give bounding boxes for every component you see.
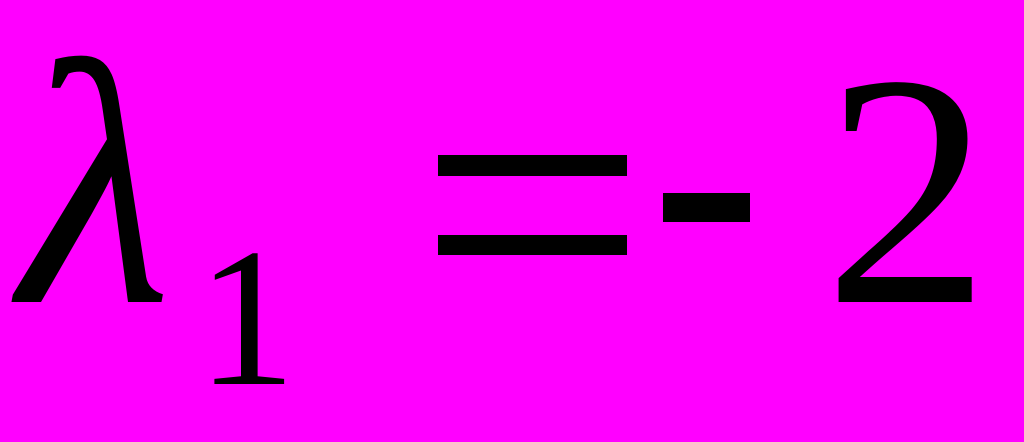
- lambda-symbol: λ: [20, 0, 172, 378]
- equals-sign-top-bar: [438, 155, 627, 176]
- lambda-subscript: 1: [197, 208, 296, 427]
- value-digit: 2: [824, 6, 990, 374]
- minus-sign: [663, 193, 750, 222]
- equals-sign-bottom-bar: [438, 235, 627, 255]
